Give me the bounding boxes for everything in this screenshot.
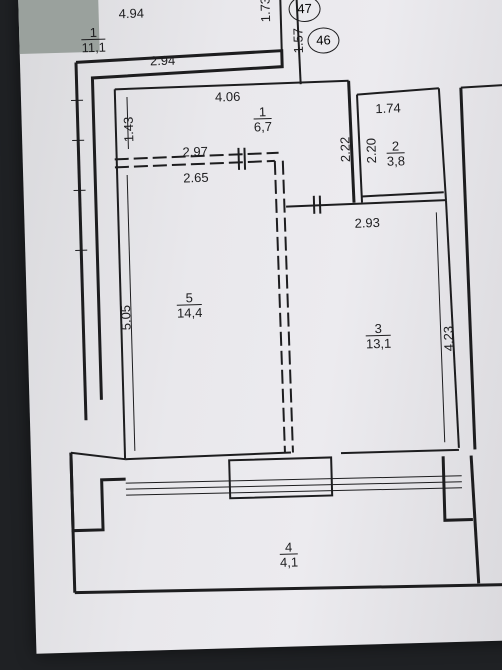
dim-room3-top: 2.93 bbox=[354, 214, 381, 231]
window-line-2 bbox=[125, 481, 462, 490]
room-hall-area: 6,7 bbox=[253, 118, 273, 135]
room3-bottom-wall bbox=[340, 448, 459, 455]
room-2-number: 2 bbox=[386, 138, 405, 154]
dim-room2-left: 2.22 bbox=[337, 136, 354, 163]
dim-hall-left: 1.43 bbox=[120, 116, 137, 143]
dim-line-room3 bbox=[435, 212, 446, 443]
dim-top-left: 4.94 bbox=[118, 5, 145, 22]
door-mark-1 bbox=[237, 147, 247, 170]
room-5-label: 5 14,4 bbox=[176, 290, 203, 321]
shaft-right bbox=[294, 0, 302, 85]
floor-plan-sheet: 47 46 4.94 1.73 1.57 1 11,1 2.94 4.06 1.… bbox=[18, 0, 502, 654]
partition-dashed-left bbox=[273, 160, 286, 453]
tick-marks bbox=[71, 99, 88, 252]
horizontal-dashed-bottom bbox=[114, 159, 275, 169]
window-line-1 bbox=[125, 475, 462, 484]
dim-line-room5 bbox=[126, 175, 136, 451]
room-hall-label: 1 6,7 bbox=[253, 104, 273, 135]
balcony-right bbox=[469, 455, 481, 584]
dim-partition-bottom: 2.65 bbox=[183, 169, 209, 186]
room2-bottom bbox=[361, 191, 444, 198]
balcony-top-left bbox=[70, 451, 126, 461]
room-1-label: 1 11,1 bbox=[80, 25, 107, 56]
floor-plan-drawing bbox=[69, 0, 502, 595]
bottom-right-block bbox=[441, 456, 473, 522]
dim-hall-width: 4.06 bbox=[214, 88, 241, 105]
room2-left-wall bbox=[347, 80, 356, 203]
dim-top-vertical: 1.73 bbox=[257, 0, 274, 23]
shaft-left bbox=[278, 0, 284, 67]
window-box bbox=[228, 456, 334, 500]
hall-upper-wall bbox=[114, 79, 349, 91]
top-wall bbox=[75, 49, 284, 400]
window-line-3 bbox=[126, 487, 463, 496]
room5-bottom-wall bbox=[125, 451, 292, 461]
hall-left-wall bbox=[113, 89, 127, 460]
room3-top-wall bbox=[286, 199, 447, 208]
dim-top-vertical-2: 1.57 bbox=[290, 27, 306, 54]
room-1-area: 11,1 bbox=[81, 39, 107, 56]
bottom-left-block bbox=[69, 452, 126, 533]
room-4-label: 4 4,1 bbox=[279, 540, 299, 570]
dim-room5-height: 5.05 bbox=[117, 304, 134, 331]
room-3-label: 3 13,1 bbox=[365, 321, 392, 352]
dim-room3-height: 4.23 bbox=[440, 325, 457, 352]
balcony-bottom bbox=[74, 583, 502, 595]
dim-upper-wall: 2.94 bbox=[149, 52, 176, 69]
room3-right-wall bbox=[444, 200, 460, 448]
dim-room2-right: 2.20 bbox=[363, 137, 380, 164]
room-3-number: 3 bbox=[365, 321, 392, 337]
dim-partition-top: 2.97 bbox=[182, 143, 209, 160]
neighbor-top bbox=[460, 82, 502, 89]
horizontal-dashed-top bbox=[114, 151, 279, 161]
dim-room2-top: 1.74 bbox=[375, 100, 401, 117]
room-2-area: 3,8 bbox=[386, 153, 406, 169]
left-outer-wall bbox=[74, 62, 88, 421]
room-4-area: 4,1 bbox=[279, 554, 299, 570]
room-hall-number: 1 bbox=[253, 104, 272, 120]
room-5-number: 5 bbox=[176, 290, 203, 306]
room-1-number: 1 bbox=[80, 25, 106, 41]
room2-top-wall bbox=[356, 87, 439, 96]
room2-right-wall bbox=[437, 88, 447, 201]
door-mark-2 bbox=[312, 195, 322, 214]
room-5-area: 14,4 bbox=[176, 304, 203, 321]
room2-inner-left bbox=[355, 94, 364, 203]
partition-dashed-right bbox=[281, 160, 294, 453]
room-2-label: 2 3,8 bbox=[386, 138, 406, 169]
room-3-area: 13,1 bbox=[365, 335, 392, 352]
dim-line-hall bbox=[126, 96, 129, 149]
neighbor-wall bbox=[459, 87, 477, 450]
room-4-number: 4 bbox=[279, 540, 298, 555]
